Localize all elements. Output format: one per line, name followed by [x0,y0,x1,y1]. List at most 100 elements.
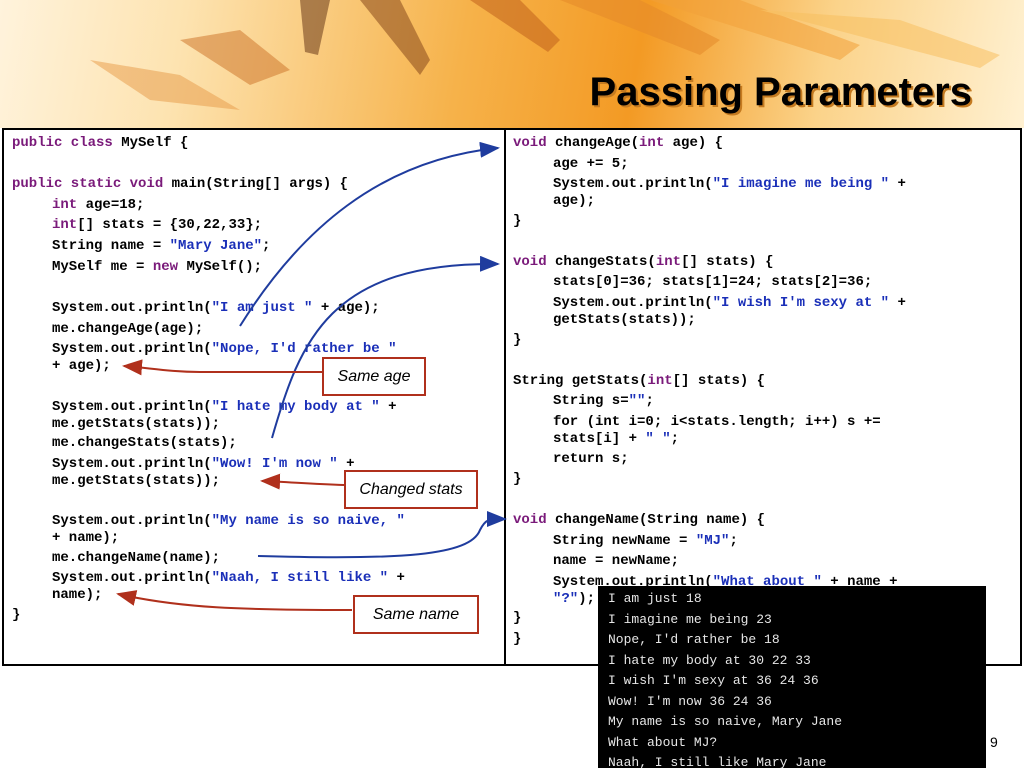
code-token: void [513,135,556,151]
console-line: Nope, I'd rather be 18 [608,632,780,647]
code-line: public class MySelf { [12,135,188,152]
code-token: age += 5; [553,156,629,172]
code-token: "My name is so naive, " [211,513,405,529]
code-line: } [513,610,521,627]
code-token: new [152,259,179,275]
banner-background: Passing Parameters [0,0,1024,128]
code-line: for (int i=0; i<stats.length; i++) s += … [553,414,881,448]
code-token: changeAge( [555,135,640,151]
code-token: MySelf(); [178,259,263,275]
code-token: + me.getStats(stats)); [52,399,397,432]
code-line: System.out.println("I am just " + age); [52,300,380,317]
code-token: me.changeName(name); [52,550,221,566]
code-line: } [12,607,20,624]
code-token: me.changeAge(age); [52,321,204,337]
code-token: System.out.println( [52,456,212,472]
code-line: System.out.println("I wish I'm sexy at "… [553,295,906,329]
code-token: String name = [52,238,170,254]
code-line: } [513,213,521,230]
code-token: changeStats( [555,254,656,270]
arrow-changename [257,510,507,559]
code-token: ; [262,238,271,254]
code-token: String s= [553,393,629,409]
code-token: for (int i=0; i<stats.length; i++) s += … [553,414,881,447]
code-token: "I am just " [211,300,313,316]
code-token: [] stats) { [672,373,766,389]
code-line: String newName = "MJ"; [553,533,738,550]
code-token: "Wow! I'm now " [211,456,338,472]
code-token: public class [12,135,122,151]
callout-same-name: Same name [353,595,479,634]
main-method-panel: public class MySelf { public static void … [2,128,506,666]
code-token: return s; [553,451,629,467]
code-line: public static void main(String[] args) { [12,176,348,193]
console-line: I am just 18 [608,591,702,606]
code-token: System.out.println( [553,295,713,311]
code-line: System.out.println("Nope, I'd rather be … [52,341,396,375]
code-token: stats[0]=36; stats[1]=24; stats[2]=36; [553,274,873,290]
console-lines: I am just 18 I imagine me being 23 Nope, I… [598,586,986,768]
code-line: } [513,631,521,648]
code-line: me.changeName(name); [52,550,220,567]
code-token: int [52,217,78,233]
code-token: "Naah, I still like " [211,570,389,586]
code-token: int [647,373,673,389]
code-line: void changeAge(int age) { [513,135,723,152]
code-token: ; [670,431,680,447]
code-token: + me.getStats(stats)); [52,456,355,489]
code-token: + name); [52,570,405,603]
code-token: System.out.println( [52,341,212,357]
code-line: System.out.println("My name is so naive,… [52,513,405,547]
code-token: main(String[] args) { [171,176,349,192]
console-line: I imagine me being 23 [608,611,772,627]
code-token: "I wish I'm sexy at " [712,295,890,311]
arrow-changed-stats [260,473,345,490]
code-token: name = newName; [553,553,680,569]
code-token: "Nope, I'd rather be " [211,341,397,357]
code-token: + age); [553,176,906,209]
code-token: public static void [12,176,172,192]
code-token: age) { [664,135,724,151]
code-token: + age); [52,358,111,374]
arrow-changeage [239,141,500,327]
code-token: int [52,197,78,213]
code-token: } [513,610,522,626]
code-token: void [513,512,556,528]
callout-same-age: Same age [322,357,426,396]
code-token: me.changeStats(stats); [52,435,237,451]
console-line: I wish I'm sexy at 36 24 36 [608,673,819,688]
console-output-window: I am just 18 I imagine me being 23 Nope, I… [598,586,986,768]
code-token: + getStats(stats)); [553,295,906,328]
code-token: String getStats( [513,373,648,389]
code-token: ); [578,591,596,607]
code-token: + age); [312,300,380,316]
code-line: stats[0]=36; stats[1]=24; stats[2]=36; [553,274,872,291]
console-line: Wow! I'm now 36 24 36 [608,693,772,709]
code-token: ; [729,533,738,549]
code-line: System.out.println("I imagine me being "… [553,176,906,210]
arrow-changestats [271,255,500,439]
code-token: } [513,332,522,348]
console-line: I hate my body at 30 22 33 [608,652,811,668]
code-token: int [655,254,682,270]
code-token: int [639,135,665,151]
code-line: String name = "Mary Jane"; [52,238,270,255]
code-line: int[] stats = {30,22,33}; [52,217,262,234]
code-token: "?" [553,591,579,607]
code-token: } [513,213,522,229]
code-line: MySelf me = new MySelf(); [52,259,262,276]
arrow-same-name [116,590,353,611]
code-line: me.changeAge(age); [52,321,203,338]
code-line: String s=""; [553,393,654,410]
helper-methods-panel: void changeAge(int age) {age += 5;System… [504,128,1022,666]
code-token: String newName = [553,533,696,549]
code-token: System.out.println( [52,300,212,316]
code-line: me.changeStats(stats); [52,435,237,452]
code-line: System.out.println("Wow! I'm now " + me.… [52,456,354,490]
code-line: int age=18; [52,197,144,214]
code-token: void [513,254,556,270]
code-token: System.out.println( [52,399,212,415]
code-token: "Mary Jane" [169,238,263,254]
code-token: [] stats) { [681,254,774,270]
